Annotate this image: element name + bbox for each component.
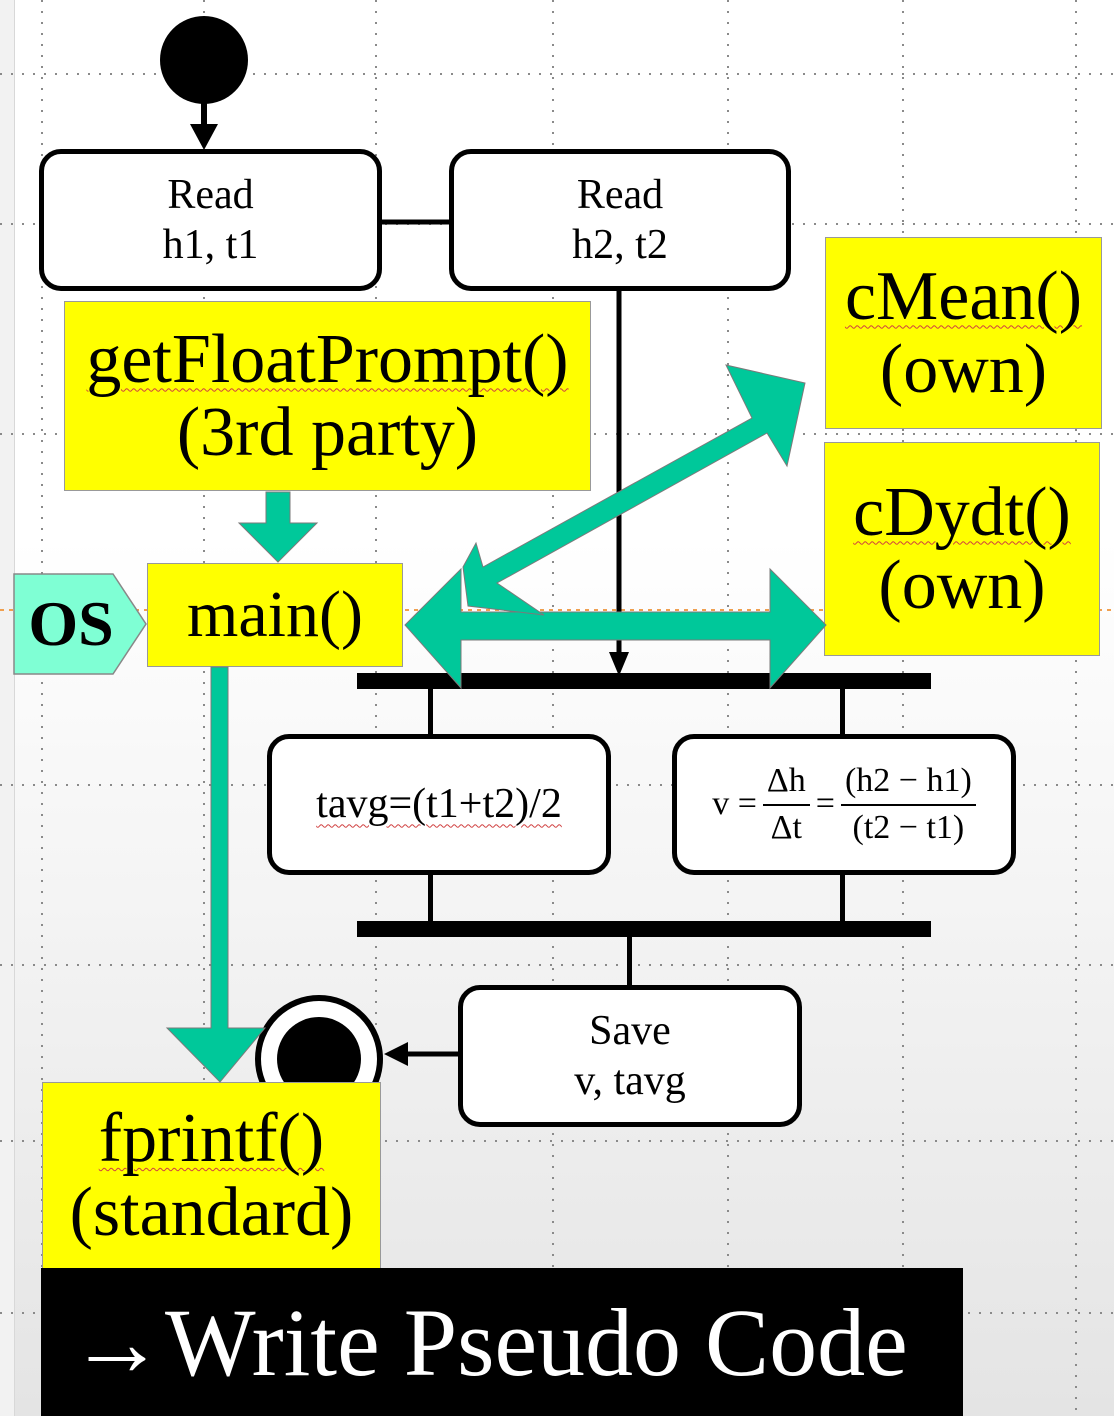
fraction-1-denominator: Δt: [770, 808, 802, 846]
velocity-equals: =: [815, 785, 835, 823]
save-vars: v, tavg: [574, 1058, 686, 1104]
fraction-1-numerator: Δh: [762, 761, 810, 806]
cmean-name: cMean(): [844, 257, 1083, 335]
velocity-lhs: v =: [712, 785, 757, 823]
guide-line: [727, 0, 729, 1416]
cdydt-name: cDydt(): [853, 473, 1071, 551]
arrow-main-fprintf: [165, 666, 267, 1083]
cdydt-kind: (own): [878, 547, 1046, 624]
slide-edge: [0, 0, 15, 1416]
getfloatprompt-box[interactable]: getFloatPrompt() (3rd party): [64, 301, 591, 491]
arrow-main-cmean: [462, 364, 806, 616]
guide-line: [203, 0, 205, 1416]
cdydt-box[interactable]: cDydt() (own): [824, 442, 1100, 656]
guide-line: [0, 964, 1114, 966]
read1-box[interactable]: Read h1, t1: [39, 149, 382, 291]
guide-line: [41, 0, 43, 1416]
fork-bar: [357, 673, 931, 689]
guide-line: [0, 73, 1114, 75]
guide-line: [375, 0, 377, 1416]
join-to-save: [627, 937, 632, 987]
save-label: Save: [589, 1007, 671, 1054]
main-name: main(): [187, 578, 363, 652]
fork-branch-left: [428, 689, 433, 737]
fraction-2-denominator: (t2 − t1): [852, 808, 965, 846]
cmean-kind: (own): [879, 331, 1048, 408]
arrowhead-icon: [609, 652, 629, 676]
cmean-box[interactable]: cMean() (own): [825, 237, 1102, 429]
arrowhead-icon: [384, 1042, 408, 1066]
banner-text: →Write Pseudo Code: [69, 1288, 908, 1396]
read1-vars: h1, t1: [162, 222, 259, 268]
arrowhead-icon: [190, 124, 218, 150]
velocity-box[interactable]: v = Δh Δt = (h2 − h1) (t2 − t1): [672, 734, 1016, 875]
join-branch-right: [840, 872, 845, 922]
getfloatprompt-kind: (3rd party): [176, 394, 479, 471]
guide-line: [0, 1140, 1114, 1142]
getfloatprompt-name: getFloatPrompt(): [86, 320, 569, 398]
guide-line-orange: [0, 609, 1114, 611]
initial-node: [160, 16, 248, 104]
arrow-getfloatprompt-main: [237, 491, 319, 563]
arrow-main-cdydt: [404, 567, 827, 690]
save-box[interactable]: Save v, tavg: [458, 985, 802, 1127]
velocity-fraction-1: Δh Δt: [762, 761, 810, 849]
os-label: OS: [28, 588, 114, 659]
pseudo-code-banner: →Write Pseudo Code: [41, 1268, 963, 1416]
velocity-fraction-2: (h2 − h1) (t2 − t1): [840, 761, 976, 849]
read2-box[interactable]: Read h2, t2: [449, 149, 791, 291]
guide-line: [902, 0, 904, 1416]
os-tag-shape: [13, 573, 147, 675]
read1-label: Read: [167, 171, 254, 218]
fraction-2-numerator: (h2 − h1): [840, 761, 976, 806]
main-box[interactable]: main(): [147, 563, 403, 667]
fork-branch-right: [840, 689, 845, 737]
tavg-box[interactable]: tavg=(t1+t2)/2: [267, 734, 611, 875]
guide-line: [552, 0, 554, 1416]
read2-vars: h2, t2: [572, 222, 668, 268]
fprintf-box[interactable]: fprintf() (standard): [42, 1082, 381, 1268]
read2-label: Read: [576, 171, 664, 218]
join-bar: [357, 921, 931, 937]
fprintf-name: fprintf(): [98, 1100, 325, 1177]
join-branch-left: [428, 872, 433, 922]
tavg-formula: tavg=(t1+t2)/2: [316, 781, 562, 828]
fprintf-kind: (standard): [69, 1173, 354, 1251]
guide-line: [1075, 0, 1077, 1416]
